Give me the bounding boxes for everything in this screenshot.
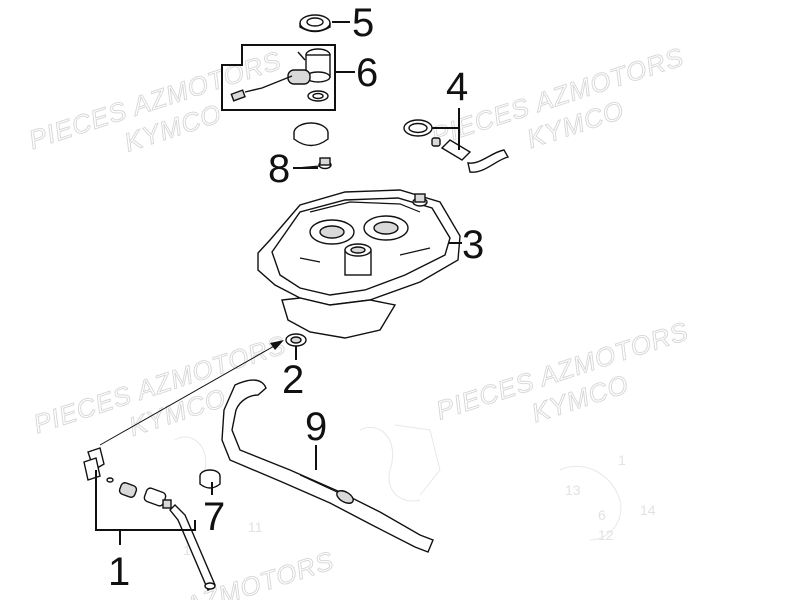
part-9-long-hose (221, 379, 434, 553)
leader-lines (95, 21, 462, 545)
watermark-middle-right: PIECES AZMOTORS KYMCO (432, 315, 693, 428)
part-5-lock-ring (299, 14, 331, 33)
callout-number-6: 6 (356, 51, 378, 95)
callout-number-8: 8 (268, 147, 290, 191)
part-4-breather-hose (403, 119, 510, 173)
part-6-fuel-pump-unit (221, 44, 336, 111)
callout-number-1: 1 (108, 550, 130, 594)
svg-text:6: 6 (598, 507, 606, 523)
svg-text:1: 1 (618, 452, 626, 468)
callout-number-4: 4 (446, 65, 468, 109)
part-1-fuel-line-assembly (83, 447, 216, 592)
callout-number-5: 5 (352, 1, 374, 45)
callout-number-3: 3 (462, 223, 484, 267)
watermark-top-right: PIECES AZMOTORS KYMCO (427, 41, 688, 154)
watermark-top-left: PIECES AZMOTORS KYMCO (25, 44, 286, 157)
svg-text:11: 11 (248, 519, 263, 535)
part-8-tank-cap-and-bolt (293, 122, 332, 170)
svg-text:12: 12 (598, 527, 614, 543)
callout-number-7: 7 (203, 495, 225, 539)
svg-text:14: 14 (640, 502, 656, 518)
part-7-hose-clamp (199, 469, 221, 489)
ghost-background-drawing: 1 13 6 14 12 11 10 (174, 424, 656, 558)
part-3-fuel-tank (257, 189, 461, 347)
watermark-middle-left: PIECES AZMOTORS KYMCO (29, 329, 290, 442)
svg-text:13: 13 (565, 482, 581, 498)
callout-number-2: 2 (282, 358, 304, 402)
callout-number-9: 9 (305, 405, 327, 449)
